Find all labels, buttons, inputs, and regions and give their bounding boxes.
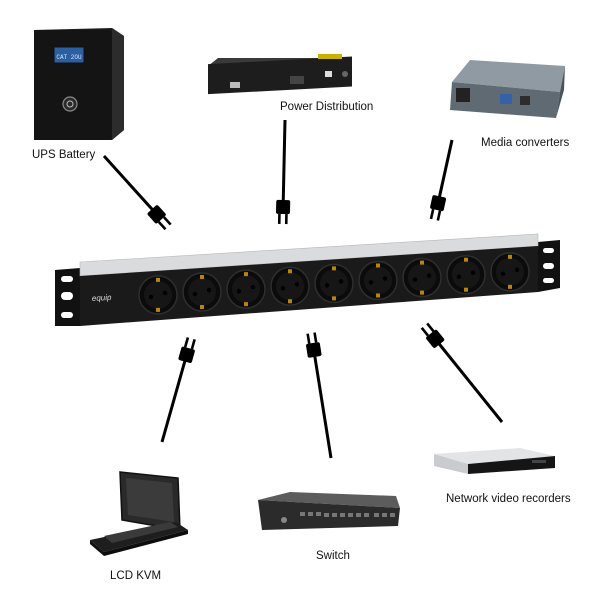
network-switch-device [258, 492, 400, 530]
socket-5 [314, 263, 354, 304]
nvr-device [434, 448, 555, 474]
lcd-kvm-label: LCD KVM [110, 570, 162, 582]
mount-hole-left-1 [61, 276, 73, 282]
socket-4 [270, 266, 310, 306]
socket-8 [446, 254, 486, 295]
mount-hole-right-3 [543, 278, 554, 283]
mount-hole-left-2 [61, 292, 73, 300]
pdu-power-strip: equip [55, 233, 560, 326]
nvr-plug [420, 322, 445, 348]
lcd-kvm-plug [178, 337, 196, 363]
ups-battery-device: CAT 2OU [34, 28, 124, 140]
socket-2 [182, 272, 222, 312]
ups-plug [147, 205, 172, 231]
ups-battery-label: UPS Battery [32, 149, 96, 161]
pdu-brand-label: equip [92, 293, 113, 303]
nvr-label: Network video recorders [446, 493, 571, 505]
pdu-display [290, 76, 304, 84]
nvr-cable [420, 322, 504, 423]
ups-lcd-text: CAT 2OU [56, 54, 82, 61]
power-distribution-label: Power Distribution [280, 101, 374, 113]
lcd-kvm-device [90, 471, 188, 556]
media-converter-cable [429, 139, 454, 221]
mount-hole-right-1 [543, 248, 554, 253]
power-distribution-plug [276, 199, 291, 225]
ups-lcd-display [53, 46, 85, 64]
media-converter-device [450, 60, 565, 118]
ups-power-button [62, 96, 78, 112]
media-converter-plug [429, 195, 447, 221]
socket-7 [402, 257, 442, 298]
mount-hole-right-2 [543, 263, 554, 269]
mount-hole-left-3 [61, 312, 73, 318]
socket-1 [138, 275, 178, 315]
lcd-kvm-cable [160, 337, 196, 443]
power-distribution-device [208, 54, 352, 95]
socket-3 [226, 269, 266, 309]
switch-cable [306, 332, 333, 459]
switch-plug [306, 332, 322, 358]
power-distribution-cable [276, 119, 291, 225]
media-converters-label: Media converters [481, 137, 570, 149]
ups-cable [102, 154, 172, 231]
socket-6 [358, 260, 398, 301]
switch-label: Switch [316, 550, 350, 562]
socket-9 [490, 252, 530, 292]
